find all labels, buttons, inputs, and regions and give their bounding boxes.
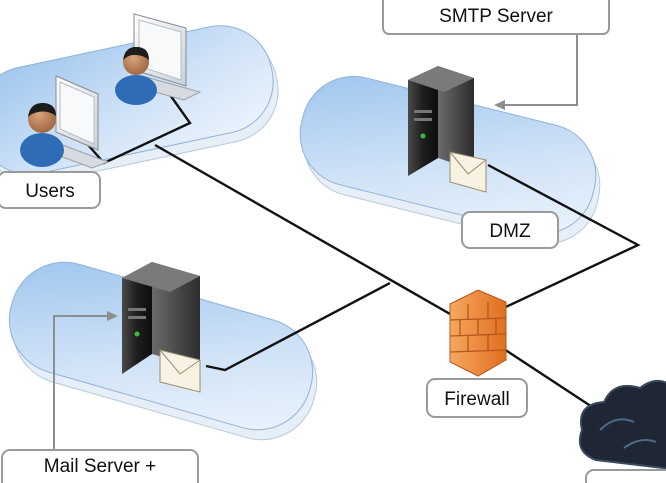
dmz-server-icon (408, 66, 474, 176)
firewall-label: Firewall (426, 378, 528, 418)
firewall-brick-icon (449, 289, 507, 377)
mail-callout-arrow (53, 315, 112, 455)
callout-arrows (53, 26, 578, 455)
dmz-label-text: DMZ (489, 221, 531, 242)
user-workstation-icon (20, 75, 110, 169)
user-workstation-icon (115, 13, 202, 105)
internet-label (585, 469, 666, 483)
envelope-icon (449, 151, 487, 193)
smtp-callout-arrow (498, 26, 578, 106)
smtp-server-label: SMTP Server (382, 0, 610, 35)
smtp-label-line2: SMTP Server (439, 6, 553, 27)
mail-to-firewall-link (205, 281, 391, 372)
users-lan-link (81, 91, 192, 165)
mail-label-line1: Mail Server + (44, 456, 156, 477)
firewall-label-text: Firewall (444, 389, 509, 410)
users-label-text: Users (25, 181, 75, 202)
users-label: Users (0, 171, 101, 209)
cloud-icon (578, 380, 666, 470)
dmz-to-firewall-link (487, 163, 641, 314)
mail-server-icon (122, 262, 200, 374)
dmz-label: DMZ (461, 211, 559, 249)
mail-server-label: Mail Server + (1, 449, 199, 483)
envelope-icon (159, 349, 201, 393)
users-to-firewall-link (154, 143, 479, 332)
